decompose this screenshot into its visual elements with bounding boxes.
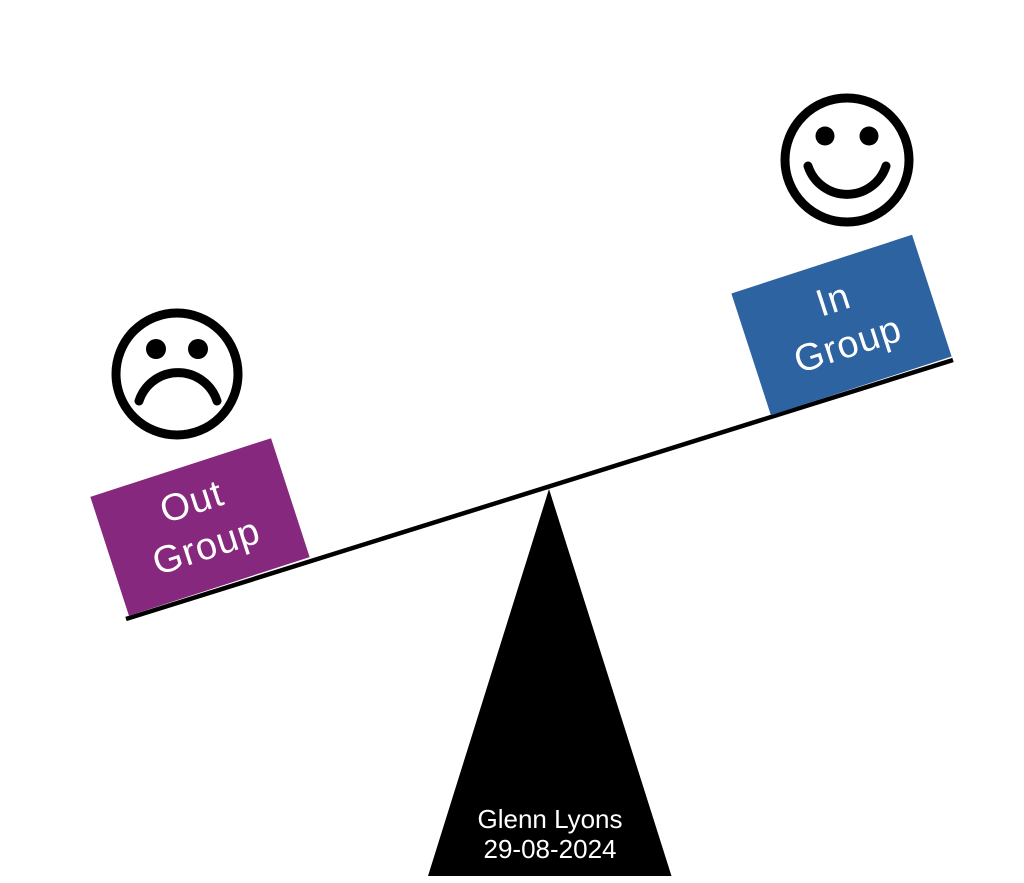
happy-face-outline	[780, 93, 914, 227]
out-group-box: Out Group	[90, 438, 310, 616]
credit-name: Glenn Lyons	[477, 804, 622, 834]
happy-face-left-eye	[815, 126, 835, 146]
happy-face-smile	[803, 161, 891, 199]
credit-date: 29-08-2024	[484, 834, 617, 864]
sad-face-icon	[111, 308, 243, 440]
out-group-rect	[90, 438, 310, 616]
sad-face-frown	[134, 368, 222, 406]
happy-face-icon	[780, 93, 914, 227]
in-group-box: In Group	[731, 234, 952, 416]
seesaw-plank	[125, 357, 954, 622]
sad-face-right-eye	[188, 339, 208, 359]
in-group-rect	[731, 234, 952, 416]
sad-face-left-eye	[146, 339, 166, 359]
fulcrum-triangle	[428, 489, 672, 876]
happy-face-right-eye	[859, 126, 879, 146]
